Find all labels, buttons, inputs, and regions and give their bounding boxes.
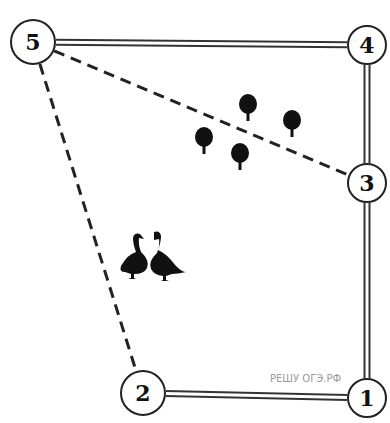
point-number: 5 bbox=[25, 31, 40, 53]
tree-group bbox=[195, 94, 301, 170]
dashed-path bbox=[40, 64, 136, 371]
point-number: 3 bbox=[359, 172, 374, 194]
point-circle: 4 bbox=[347, 25, 387, 65]
road-line bbox=[367, 64, 368, 164]
point-number: 2 bbox=[135, 382, 150, 404]
point-circle: 1 bbox=[347, 378, 387, 418]
geese bbox=[121, 232, 187, 282]
point-number: 1 bbox=[359, 387, 374, 409]
road-line bbox=[165, 393, 348, 397]
point-circle: 2 bbox=[120, 370, 166, 416]
road-line bbox=[55, 42, 348, 45]
road-line bbox=[367, 202, 368, 379]
watermark: РЕШУ ОГЭ.РФ bbox=[270, 373, 341, 384]
point-circle: 3 bbox=[347, 163, 387, 203]
dashed-path bbox=[54, 51, 348, 175]
point-number: 4 bbox=[359, 34, 374, 56]
point-circle: 5 bbox=[10, 19, 56, 65]
